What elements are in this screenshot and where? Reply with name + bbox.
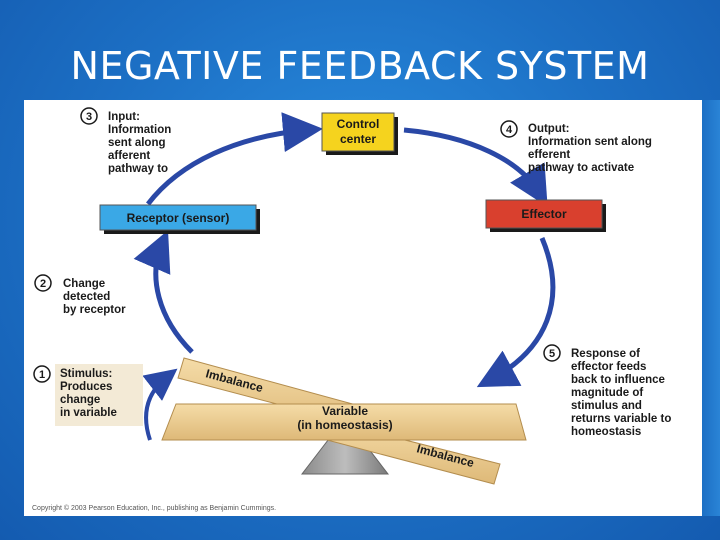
step-1-text: Stimulus: Produces change in variable <box>60 368 117 419</box>
arrow-stimulus-to-imbalance <box>142 368 178 441</box>
svg-text:Stimulus:: Stimulus: <box>60 368 112 380</box>
step-3-text: Input: Information sent along afferent p… <box>108 111 171 175</box>
svg-text:Output:: Output: <box>528 123 570 135</box>
slide-title: NEGATIVE FEEDBACK SYSTEM <box>70 44 650 88</box>
svg-text:by receptor: by receptor <box>63 304 126 316</box>
svg-text:stimulus and: stimulus and <box>571 400 642 412</box>
arrow-control-to-effector <box>403 127 548 207</box>
control-center-label-1: Control <box>337 117 380 131</box>
svg-text:in variable: in variable <box>60 407 117 419</box>
svg-text:Information: Information <box>108 124 171 136</box>
svg-text:detected: detected <box>63 291 110 303</box>
arrow-effector-to-variable <box>476 237 556 388</box>
control-center-box <box>321 112 395 152</box>
slide-edge-strip <box>702 100 720 516</box>
step-4-badge <box>500 120 518 138</box>
step-1-highlight <box>55 364 143 426</box>
step-3-badge <box>80 107 98 125</box>
copyright-text: Copyright © 2003 Pearson Education, Inc.… <box>32 504 276 512</box>
svg-text:magnitude of: magnitude of <box>571 387 643 399</box>
effector-label: Effector <box>521 207 567 221</box>
svg-text:efferent: efferent <box>528 149 570 161</box>
step-2-number: 2 <box>40 278 46 290</box>
svg-text:Response of: Response of <box>571 348 640 360</box>
variable-plank <box>161 403 527 441</box>
step-2-badge <box>34 274 52 292</box>
step-2-text: Change detected by receptor <box>63 278 126 316</box>
receptor-label: Receptor (sensor) <box>127 211 230 225</box>
step-1-number: 1 <box>39 369 45 381</box>
svg-text:effector feeds: effector feeds <box>571 361 646 373</box>
svg-text:Information sent along: Information sent along <box>528 136 652 148</box>
svg-text:change: change <box>60 394 100 406</box>
svg-text:homeostasis: homeostasis <box>571 426 641 438</box>
step-3-number: 3 <box>86 111 92 123</box>
svg-text:Produces: Produces <box>60 381 112 393</box>
svg-text:back to influence: back to influence <box>571 374 665 386</box>
svg-text:returns variable to: returns variable to <box>571 413 671 425</box>
variable-label-1: Variable <box>322 404 368 418</box>
step-5-text: Response of effector feeds back to influ… <box>571 348 671 438</box>
variable-label-2: (in homeostasis) <box>297 418 392 432</box>
receptor-box <box>99 204 257 231</box>
step-1-badge <box>33 365 51 383</box>
step-4-number: 4 <box>506 124 513 136</box>
step-4-text: Output: Information sent along efferent … <box>528 123 652 174</box>
effector-box <box>485 199 603 229</box>
step-5-number: 5 <box>549 348 555 360</box>
svg-text:pathway to activate: pathway to activate <box>528 162 634 174</box>
arrow-receptor-to-control <box>146 112 323 206</box>
svg-text:sent along: sent along <box>108 137 166 149</box>
svg-text:pathway to: pathway to <box>108 163 168 175</box>
control-center-label-2: center <box>340 132 376 146</box>
svg-text:Change: Change <box>63 278 105 290</box>
svg-text:Input:: Input: <box>108 111 140 123</box>
step-5-badge <box>543 344 561 362</box>
arrow-stimulus-to-receptor <box>133 230 194 354</box>
svg-text:afferent: afferent <box>108 150 150 162</box>
